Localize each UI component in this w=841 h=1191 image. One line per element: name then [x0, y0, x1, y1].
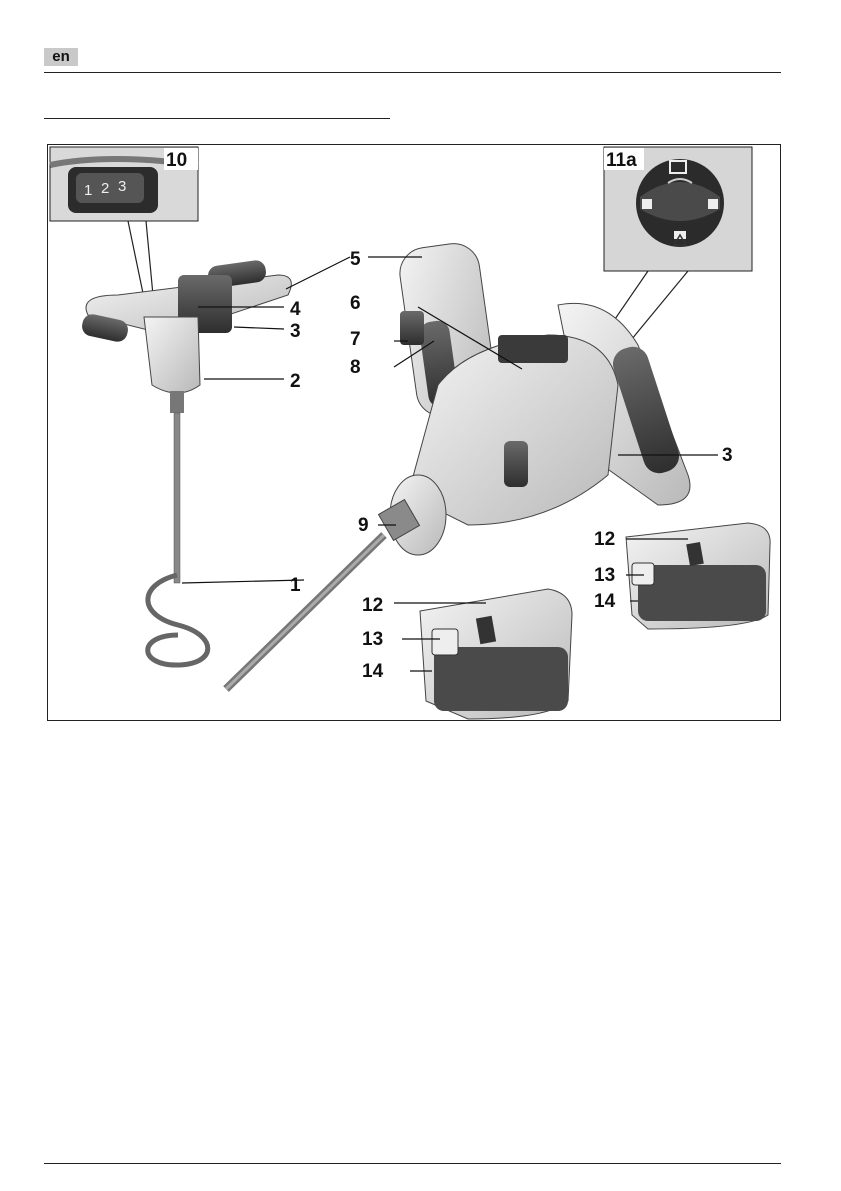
gear-selector-inset: 11a — [604, 147, 752, 271]
callout-8: 8 — [350, 357, 361, 378]
callout-14-right: 14 — [594, 591, 616, 612]
callout-14-front: 14 — [362, 661, 384, 682]
header-rule — [44, 72, 781, 73]
product-figure: 1 2 3 10 11a — [47, 144, 781, 721]
callout-3-right: 3 — [722, 445, 733, 466]
speed-dial-inset: 1 2 3 10 — [50, 147, 198, 221]
callout-2: 2 — [290, 371, 301, 392]
callout-5: 5 — [350, 249, 361, 270]
battery-release-button-right — [632, 563, 654, 585]
product-illustration: 1 2 3 10 11a — [48, 145, 781, 721]
callout-4: 4 — [290, 299, 301, 320]
language-tag: en — [44, 48, 78, 66]
speed-dial-digit-2: 2 — [101, 180, 109, 197]
gear-selector-switch — [504, 441, 528, 487]
speed-selector — [498, 335, 568, 363]
callout-6: 6 — [350, 293, 361, 314]
callout-12-right: 12 — [594, 529, 615, 550]
callout-13-front: 13 — [362, 629, 383, 650]
callout-9: 9 — [358, 515, 369, 536]
speed-dial-digit-3: 3 — [118, 178, 126, 195]
inset-label-11a: 11a — [606, 150, 637, 171]
section-rule — [44, 118, 390, 119]
callout-1: 1 — [290, 575, 301, 596]
mixing-paddle-small — [148, 575, 208, 665]
callout-13-right: 13 — [594, 565, 615, 586]
callout-12-front: 12 — [362, 595, 383, 616]
lock-button — [400, 311, 424, 345]
callout-7: 7 — [350, 329, 361, 350]
battery-release-button-front — [432, 629, 458, 655]
callout-3-left: 3 — [290, 321, 301, 342]
speed-dial-digit-1: 1 — [84, 182, 92, 199]
mixer-small — [80, 259, 291, 665]
inset-label-10: 10 — [166, 150, 187, 171]
battery-pack-front — [420, 589, 572, 719]
footer-rule — [44, 1163, 781, 1164]
